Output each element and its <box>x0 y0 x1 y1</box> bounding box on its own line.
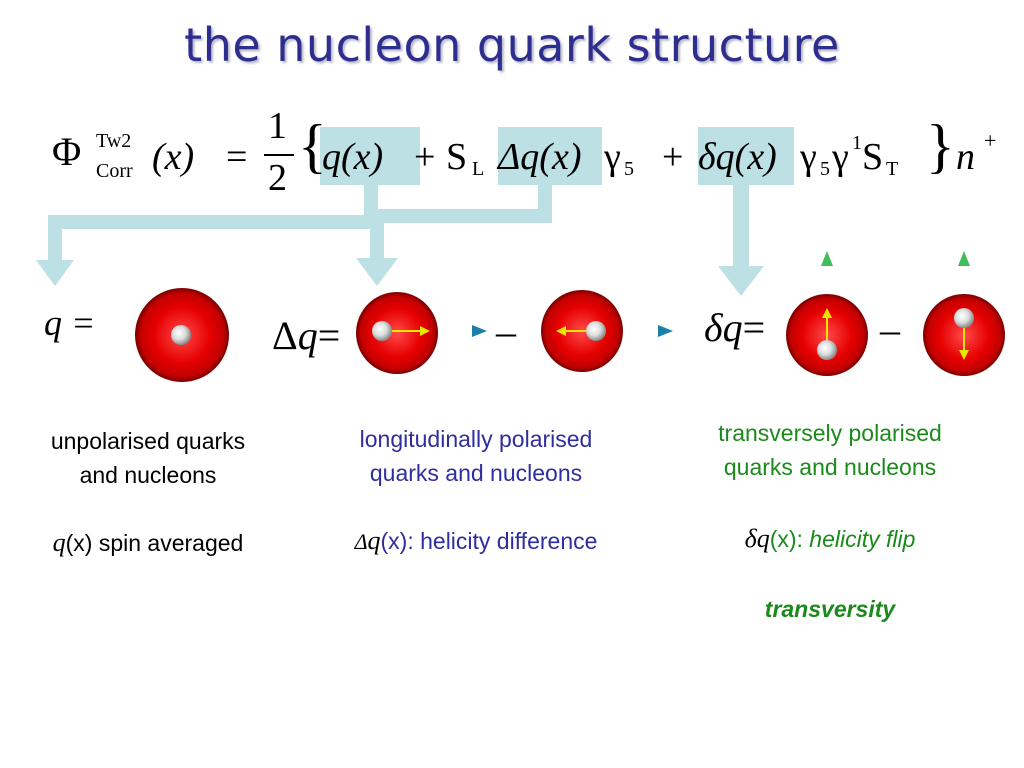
caption-longitudinal-line2: quarks and nucleons <box>369 460 583 486</box>
eq-n-sup: + <box>984 128 997 153</box>
caption-unpolarised: unpolarised quarks and nucleons <box>18 424 278 492</box>
eq-term-q: q(x) <box>322 136 384 178</box>
eq-phi-sup: Tw2 <box>96 130 132 152</box>
eq-st: S <box>862 136 884 178</box>
caption-transverse-mid: (x): <box>769 526 810 552</box>
spin-arrow-transverse-2 <box>958 251 970 293</box>
eq-gamma5-b-sub: 5 <box>820 158 830 180</box>
nucleon-longitudinal-antiparallel <box>541 290 623 372</box>
eq-term-delta-q: Δq(x) <box>498 136 582 178</box>
caption-transverse-rest: helicity flip <box>809 526 916 552</box>
connector-unpolarised <box>36 185 378 286</box>
nucleon-unpolarised <box>135 288 229 382</box>
label-transverse-q: q <box>722 305 743 350</box>
label-unpolarised: q = <box>44 303 96 343</box>
label-transverse-eq: = <box>742 305 766 350</box>
minus-longitudinal: – <box>496 309 516 354</box>
eq-gamma5-a: γ <box>604 136 621 178</box>
caption-transverse-delta: δ <box>744 524 757 553</box>
nucleon-transverse-up <box>786 294 868 376</box>
eq-gamma5-b: γ <box>800 136 817 178</box>
eq-phi: Φ <box>52 129 82 174</box>
eq-equals: = <box>226 136 248 178</box>
caption-unpolarised-q: q <box>52 528 66 557</box>
caption-unpolarised-rest: (x) spin averaged <box>65 530 244 556</box>
connector-transverse <box>718 185 764 296</box>
nucleon-transverse-down <box>923 294 1005 376</box>
eq-sl-sub: L <box>472 158 485 180</box>
eq-frac-den: 2 <box>268 157 287 199</box>
slide-title: the nucleon quark structure <box>184 18 840 72</box>
label-longitudinal-q: q <box>297 313 318 358</box>
caption-longitudinal-q: q <box>367 526 381 555</box>
caption-transverse-line1: transversely polarised <box>718 420 942 446</box>
label-transverse: δq= <box>704 304 765 351</box>
caption-transverse-line2: quarks and nucleons <box>723 454 937 480</box>
caption-transverse: transversely polarised quarks and nucleo… <box>680 416 980 484</box>
eq-gamma1-sup: 1 <box>852 132 862 154</box>
nucleon-longitudinal-parallel <box>356 292 438 374</box>
label-longitudinal: Δq= <box>272 312 340 359</box>
caption-unpolarised-line1: unpolarised quarks <box>50 428 246 454</box>
label-longitudinal-delta: Δ <box>272 313 298 358</box>
caption-unpolarised-line2: and nucleons <box>79 462 217 488</box>
label-transverse-delta: δ <box>704 305 723 350</box>
caption-transverse-q: q <box>756 524 770 553</box>
label-longitudinal-eq: = <box>317 313 341 358</box>
caption-longitudinal-line1: longitudinally polarised <box>359 426 593 452</box>
highlight-q <box>320 127 420 185</box>
eq-plus-2: + <box>662 136 684 178</box>
spin-arrow-longitudinal-1 <box>438 325 487 337</box>
highlight-transverse-q <box>698 127 794 185</box>
eq-gamma1: γ <box>832 136 849 178</box>
quark-unpolarised <box>171 325 191 345</box>
eq-n: n <box>956 136 975 178</box>
eq-sl: S <box>446 136 468 178</box>
eq-st-sub: T <box>886 158 899 180</box>
eq-plus-1: + <box>414 136 436 178</box>
highlight-delta-q <box>498 127 602 185</box>
eq-close-brace: } <box>926 113 955 179</box>
caption-transversity: transversity <box>764 596 896 622</box>
eq-frac-bar <box>264 154 294 156</box>
caption-transverse-sub: δq(x): helicity flip <box>680 522 980 556</box>
eq-term-transverse-q: δq(x) <box>698 136 777 178</box>
caption-longitudinal-delta: Δ <box>354 529 368 554</box>
minus-transverse: – <box>880 307 900 352</box>
eq-lhs-arg: (x) <box>152 136 195 178</box>
eq-phi-sub: Corr <box>96 160 133 182</box>
eq-open-brace: { <box>298 113 327 179</box>
caption-longitudinal: longitudinally polarised quarks and nucl… <box>316 422 636 490</box>
caption-unpolarised-sub: q(x) spin averaged <box>18 526 278 560</box>
caption-longitudinal-rest: (x): helicity difference <box>380 528 598 554</box>
eq-gamma5-a-sub: 5 <box>624 158 634 180</box>
eq-frac-num: 1 <box>268 105 287 147</box>
connector-longitudinal <box>356 185 552 286</box>
spin-arrow-transverse-1 <box>821 251 833 293</box>
spin-arrow-longitudinal-2 <box>623 325 673 337</box>
caption-longitudinal-sub: Δq(x): helicity difference <box>306 524 646 559</box>
